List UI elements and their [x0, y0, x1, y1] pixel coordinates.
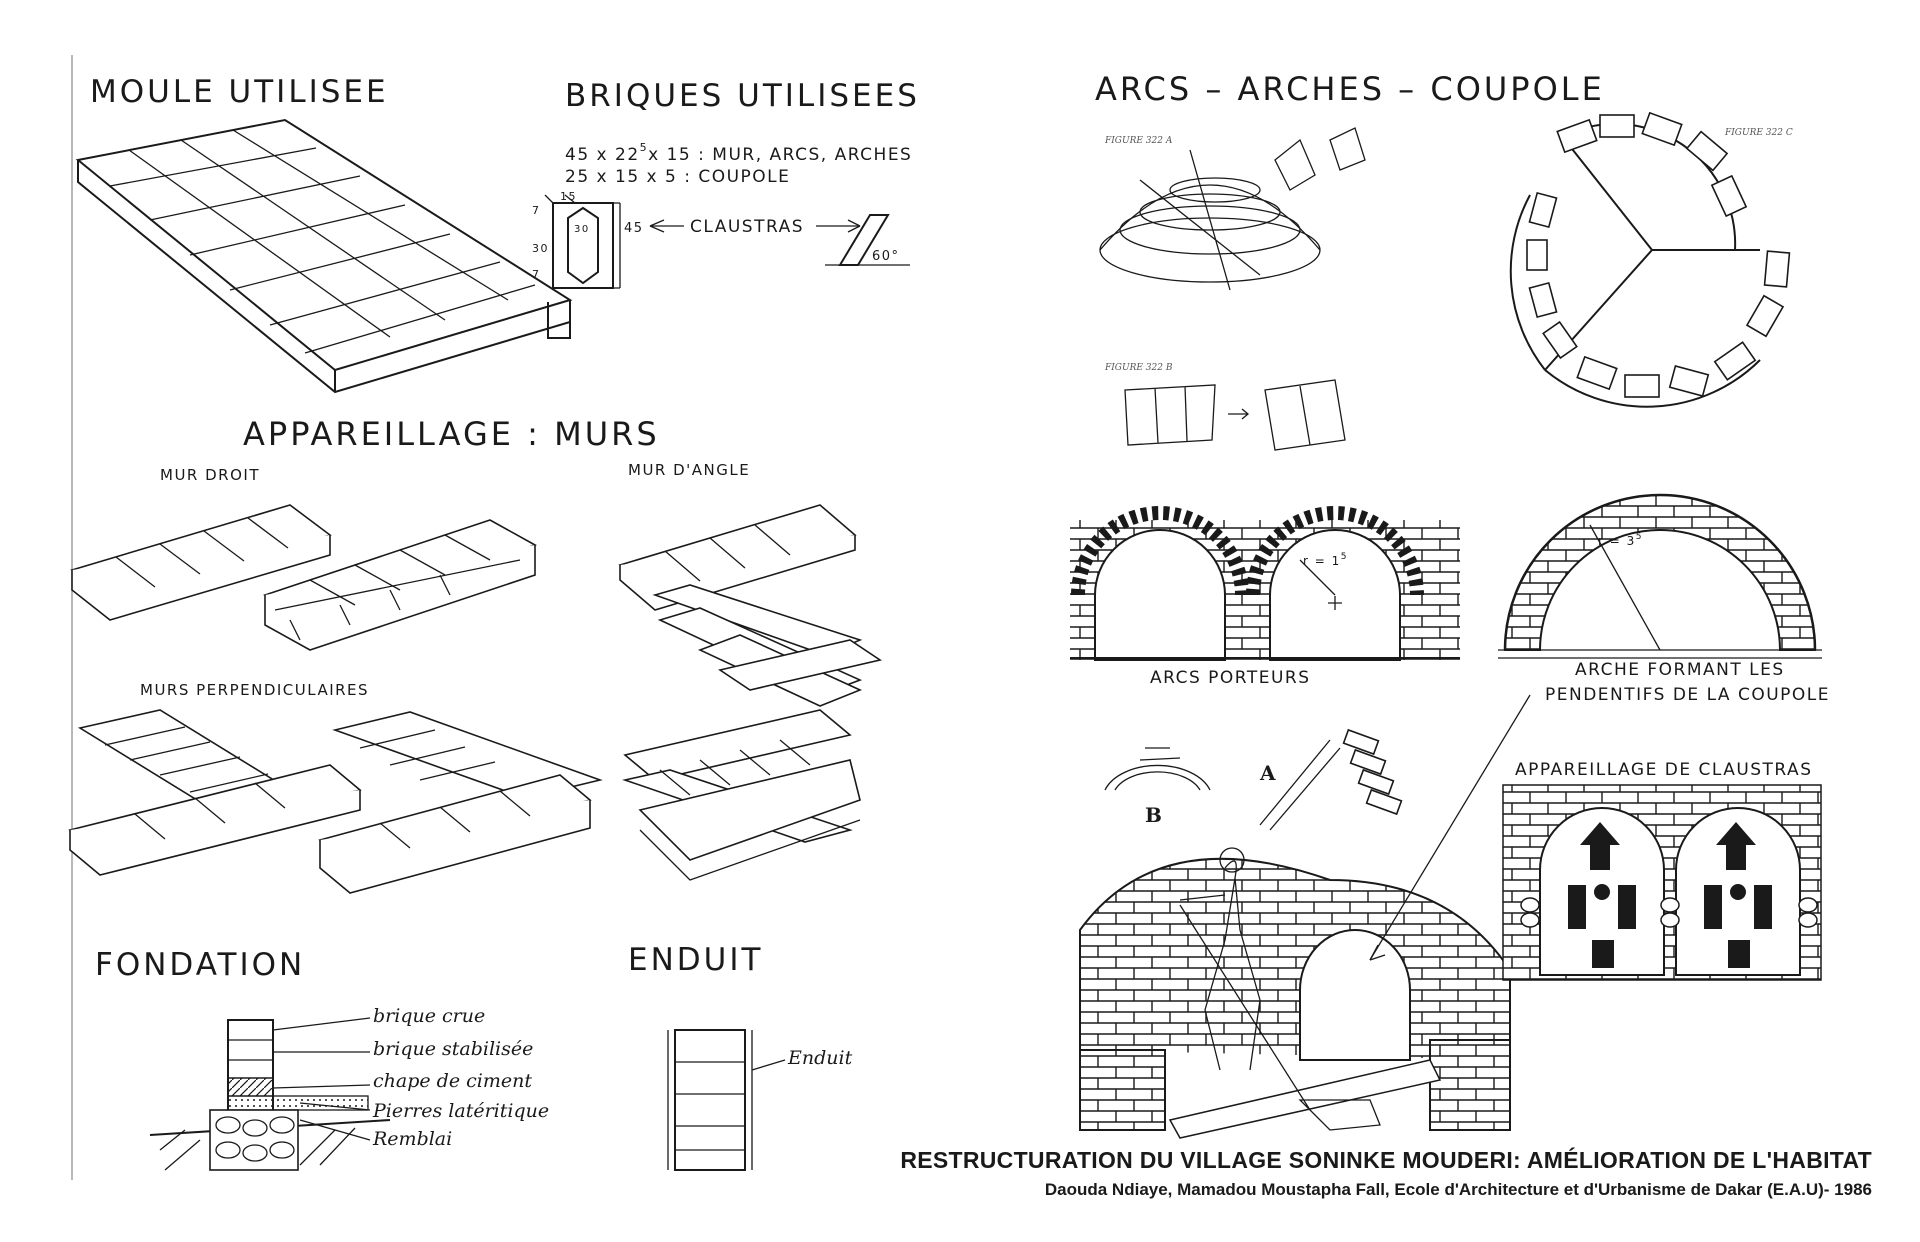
claustra-dim-6: 45 [624, 221, 644, 236]
claustra-dim-4: 30 [532, 242, 549, 255]
mur-droit-label: MUR DROIT [160, 466, 260, 484]
briques-line2: 25 x 15 x 5 : COUPOLE [565, 167, 790, 187]
briques-title: BRIQUES UTILISEES [565, 78, 920, 114]
arcs-porteurs-label: ARCS PORTEURS [1150, 668, 1311, 688]
fondation-label-3: chape de ciment [373, 1070, 532, 1092]
fondation-label-2: brique stabilisée [373, 1038, 533, 1060]
arche-radius-label: r = 35 [1598, 532, 1643, 548]
appareillage-murs-title: APPAREILLAGE : MURS [243, 415, 660, 453]
arche-pendentifs-drawing: r = 35 ARCHE FORMANT LES PENDENTIFS DE L… [1498, 493, 1830, 705]
moule-title: MOULE UTILISEE [90, 74, 389, 110]
claustras-appareillage-drawing [1502, 784, 1822, 981]
caption-subtitle: Daouda Ndiaye, Mamadou Moustapha Fall, E… [1044, 1180, 1872, 1199]
claustras-appareillage-title: APPAREILLAGE DE CLAUSTRAS [1515, 760, 1812, 780]
arcs-porteurs-drawing: r = 15 ARCS PORTEURS [1070, 506, 1460, 688]
enduit-title: ENDUIT [628, 942, 763, 978]
arc-radius-label: r = 15 [1303, 552, 1348, 568]
figure-322b-label: FIGURE 322 B [1104, 363, 1173, 373]
letter-b: B [1145, 803, 1162, 827]
claustra-dim-1: 7 [532, 204, 541, 217]
mur-angle-label: MUR D'ANGLE [628, 461, 750, 479]
arche-label-line2: PENDENTIFS DE LA COUPOLE [1545, 685, 1830, 705]
claustra-brick-drawing: 7 15 30 30 7 45 [532, 190, 644, 289]
fondation-section-drawing: brique crue brique stabilisée chape de c… [149, 1005, 549, 1171]
claustra-dim-5: 7 [532, 268, 541, 281]
claustras-label: CLAUSTRAS [690, 217, 804, 237]
enduit-label: Enduit [787, 1047, 853, 1069]
arch-detail-small-figures: A B [1104, 728, 1403, 831]
claustra-dim-2: 15 [560, 190, 577, 203]
figure-322c-label: FIGURE 322 C [1724, 128, 1793, 138]
claustra-angle-drawing: 60° [825, 214, 910, 266]
fondation-label-4: Pierres latéritique [372, 1100, 549, 1122]
arche-label-line1: ARCHE FORMANT LES [1575, 660, 1785, 680]
fondation-label-5: Remblai [372, 1128, 452, 1150]
dome-construction-figure [1099, 127, 1366, 291]
brick-joint-figure [1124, 379, 1346, 451]
brick-mould-drawing [75, 118, 573, 394]
letter-a: A [1259, 761, 1276, 785]
murs-perpendiculaires-drawing [68, 709, 861, 894]
mur-angle-drawing [618, 504, 882, 707]
murs-perp-label: MURS PERPENDICULAIRES [140, 681, 369, 699]
fondation-label-1: brique crue [373, 1005, 485, 1027]
caption-title: RESTRUCTURATION DU VILLAGE SONINKE MOUDE… [900, 1147, 1872, 1173]
claustra-dim-3: 30 [574, 224, 590, 235]
mur-droit-drawing [70, 504, 537, 651]
briques-line1: 45 x 225x 15 : MUR, ARCS, ARCHES [565, 141, 912, 165]
angle-label: 60° [872, 249, 900, 264]
figure-322a-label: FIGURE 322 A [1104, 136, 1173, 146]
coupole-brick-spiral-figure [1509, 111, 1791, 408]
enduit-section-drawing: Enduit [667, 1029, 853, 1171]
arcs-title: ARCS – ARCHES – COUPOLE [1095, 70, 1605, 108]
coupole-construction-scene [1079, 694, 1531, 1139]
fondation-title: FONDATION [95, 947, 305, 983]
